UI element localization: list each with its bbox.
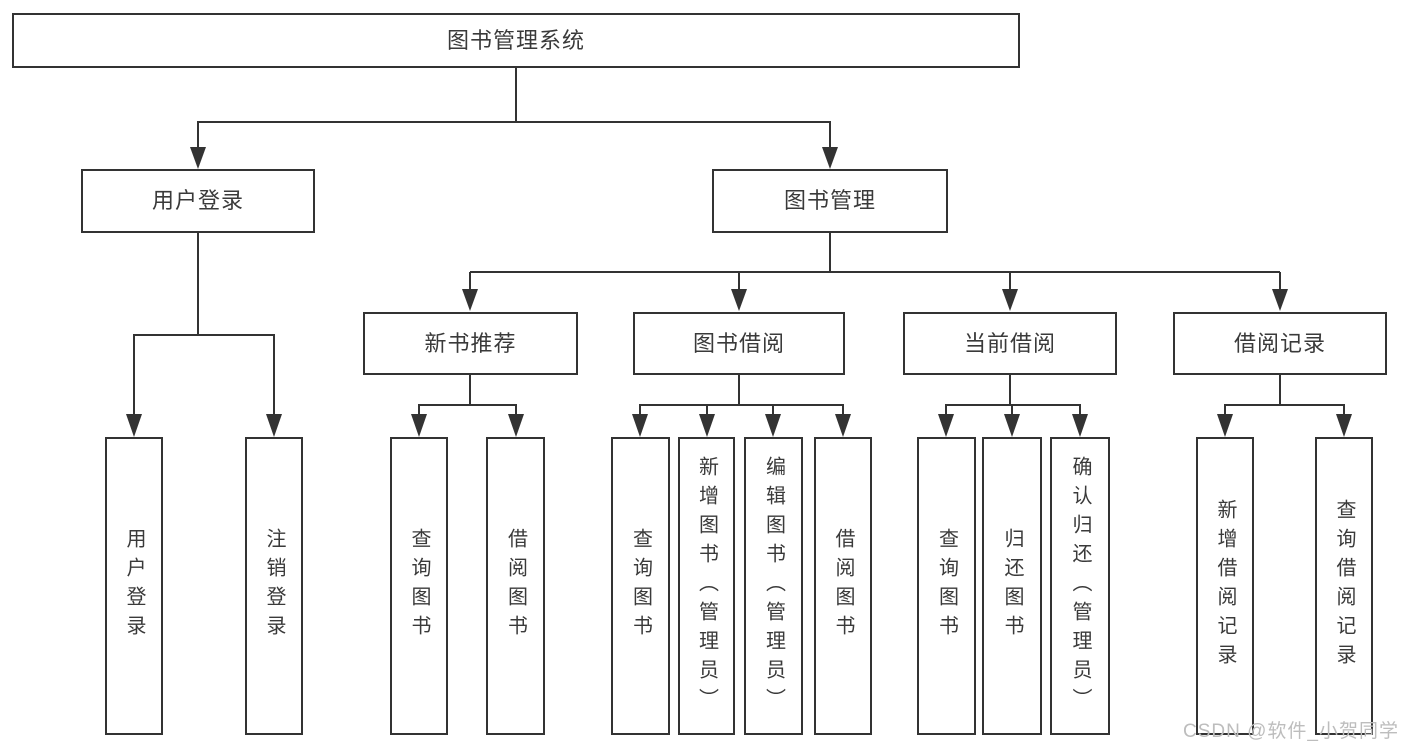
leaf-borrow-books-recommend: 借阅图书 xyxy=(486,437,545,735)
leaf-add-book-admin: 新增图书（管理员） xyxy=(678,437,735,735)
leaf-add-borrow-record: 新增借阅记录 xyxy=(1196,437,1254,735)
node-current-borrow: 当前借阅 xyxy=(903,312,1117,375)
node-borrow-records: 借阅记录 xyxy=(1173,312,1387,375)
node-book-borrow: 图书借阅 xyxy=(633,312,845,375)
node-library-management-system: 图书管理系统 xyxy=(12,13,1020,68)
leaf-logout: 注销登录 xyxy=(245,437,303,735)
leaf-borrow-books: 借阅图书 xyxy=(814,437,872,735)
node-book-management: 图书管理 xyxy=(712,169,948,233)
leaf-return-books: 归还图书 xyxy=(982,437,1042,735)
leaf-user-login: 用户登录 xyxy=(105,437,163,735)
leaf-query-borrow-record: 查询借阅记录 xyxy=(1315,437,1373,735)
leaf-edit-book-admin: 编辑图书（管理员） xyxy=(744,437,803,735)
node-new-book-recommend: 新书推荐 xyxy=(363,312,578,375)
leaf-query-books-borrow: 查询图书 xyxy=(611,437,670,735)
leaf-query-books-current: 查询图书 xyxy=(917,437,976,735)
leaf-query-books-recommend: 查询图书 xyxy=(390,437,448,735)
leaf-confirm-return-admin: 确认归还（管理员） xyxy=(1050,437,1110,735)
node-user-login: 用户登录 xyxy=(81,169,315,233)
